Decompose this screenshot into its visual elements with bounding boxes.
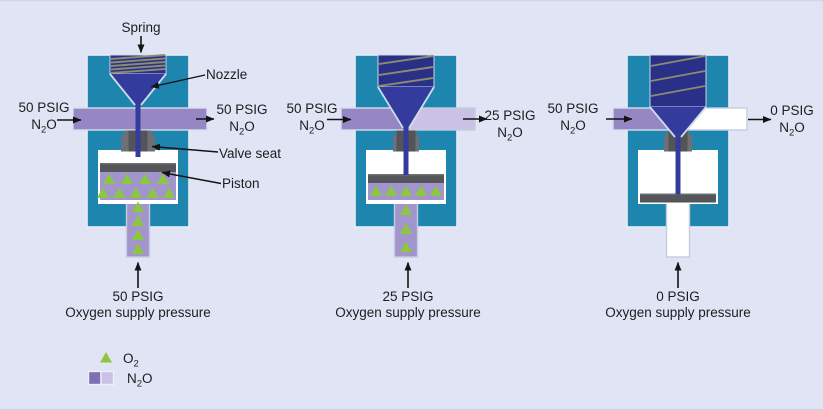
legend-o2-icon [100,352,112,363]
nozzle [378,87,434,128]
o2-particle-icon [400,223,412,234]
nozzle-edge-right [140,73,167,106]
piston [640,193,716,203]
nozzle [650,107,706,137]
piston-label: Piston [222,176,260,191]
nozzle [110,74,166,105]
valve-seat-right [415,130,419,152]
valve-seat-label: Valve seat [219,146,282,161]
o2-particle-icon [132,215,144,226]
o2-particle-icon [146,187,159,198]
valve-seat-right-dark [408,130,416,152]
piston-leader-arrow [161,170,222,185]
spring-housing [649,54,707,108]
valve-seat-left-dark [396,130,404,152]
valve-seat-right-dark [140,130,148,152]
valve1-outlet-label: 50 PSIG N2O [216,102,268,138]
valve-seat-left [121,130,129,152]
spring-coil [378,55,434,65]
nozzle-stem [135,104,141,157]
valve-seat-right [687,130,692,152]
valve-1-group [72,54,208,258]
oxygen-inlet-stem [665,197,691,258]
valve-seat-leader-arrow [151,143,219,153]
o2-particle-icon [400,241,412,252]
valve-seat-left-dark [668,130,676,152]
o2-particle-icon [132,243,144,254]
valve2-supply-label: 25 PSIG Oxygen supply pressure [335,289,481,320]
spring-coil [650,55,706,67]
o2-particle-icon [113,187,126,198]
valve-2-group [340,54,476,258]
valve-seat-left [664,130,669,152]
spring-label: Spring [121,20,161,35]
o2-particle-icon [130,187,142,198]
valve3-supply-label: 0 PSIG Oxygen supply pressure [605,289,751,320]
nozzle-edge-right [408,86,435,129]
valve2-inlet-label: 50 PSIG N2O [286,101,338,137]
valve-3-group [612,54,748,258]
o2-particle-icon [400,204,412,215]
valve1-inlet-label: 50 PSIG N2O [18,100,70,136]
o2-particle-icon [430,185,442,196]
spring-coil [110,61,166,67]
nozzle-edge-left [649,106,676,138]
legend-o2-label: O2 [123,351,139,370]
valve1-supply-label: 50 PSIG Oxygen supply pressure [65,289,211,320]
nozzle-label: Nozzle [206,67,248,82]
nozzle-leader-arrow [150,74,206,89]
spring-coil [378,66,434,76]
piston [368,174,444,183]
valve-seat-left-dark [128,130,136,152]
spring-coil [650,70,706,82]
o2-particle-icon [121,173,133,184]
nozzle-edge-right [680,106,707,138]
legend-n2o-dark-swatch [87,370,102,386]
o2-particle-icon [400,185,412,196]
nozzle-edge-left [377,86,404,129]
o2-particle-icon [415,185,427,196]
o2-particle-icon [139,173,151,184]
piston [100,163,176,172]
o2-particle-icon [163,187,175,198]
valve3-outlet-label: 0 PSIG N2O [770,103,814,139]
spring-coil [110,68,166,74]
spring-coil [110,64,166,71]
valve2-outlet-label: 25 PSIG N2O [484,108,536,144]
o2-particle-icon [157,173,169,184]
o2-particle-icon [97,187,109,198]
legend-n2o-label: N2O [127,371,153,390]
nozzle-stem [675,136,681,195]
o2-particle-icon [132,201,144,212]
piston-highlight [100,163,176,165]
spring-coil [110,57,166,64]
valve3-inlet-label: 50 PSIG N2O [547,101,599,137]
valve-seat-left [393,130,397,152]
nozzle-stem [403,127,409,175]
o2-particle-icon [132,229,144,240]
o2-particle-icon [370,185,382,196]
valve-seat-right-dark [680,130,688,152]
o2-particle-icon [385,185,397,196]
legend-n2o-light-swatch [100,370,115,386]
nozzle-edge-left [109,73,136,106]
legend-group [87,352,115,386]
spring-coil [378,77,434,87]
spring-coil [110,54,166,60]
spring-coil [650,85,706,97]
o2-particle-icon [103,173,115,184]
